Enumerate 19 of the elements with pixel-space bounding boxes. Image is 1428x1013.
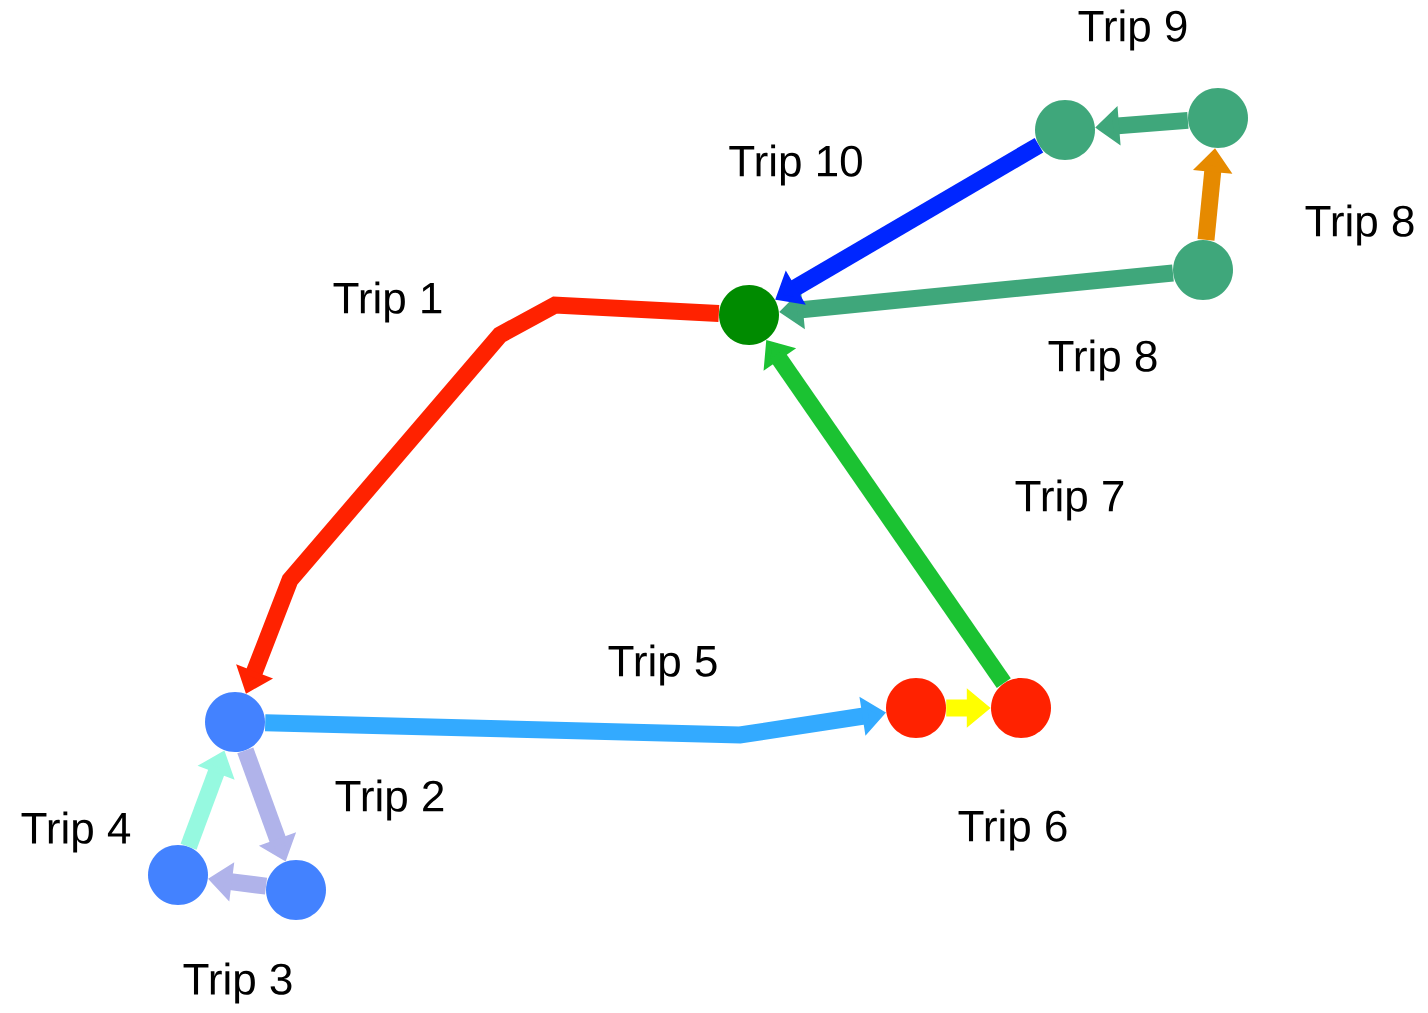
edge-label: Trip 9 xyxy=(1078,9,1187,51)
station-dot xyxy=(886,678,946,738)
edge-label: Trip 8 xyxy=(1048,339,1157,381)
edge-label: Trip 3 xyxy=(183,962,292,1004)
edge-label: Trip 2 xyxy=(335,779,444,821)
edge-label: Trip 5 xyxy=(608,644,717,686)
station-dot xyxy=(1188,88,1248,148)
edge-label: Trip 8 xyxy=(1305,204,1414,246)
edge-label: Trip 7 xyxy=(1015,479,1124,521)
edge-label: Trip 10 xyxy=(729,144,862,186)
station-dot xyxy=(148,845,208,905)
station-dot xyxy=(719,285,779,345)
edge-label: Trip 1 xyxy=(333,281,442,323)
station-dot xyxy=(205,692,265,752)
edge-label: Trip 4 xyxy=(21,811,131,853)
station-dot xyxy=(991,678,1051,738)
edge-label: Trip 6 xyxy=(958,809,1067,851)
station-dot xyxy=(266,860,326,920)
station-dot xyxy=(1173,240,1233,300)
